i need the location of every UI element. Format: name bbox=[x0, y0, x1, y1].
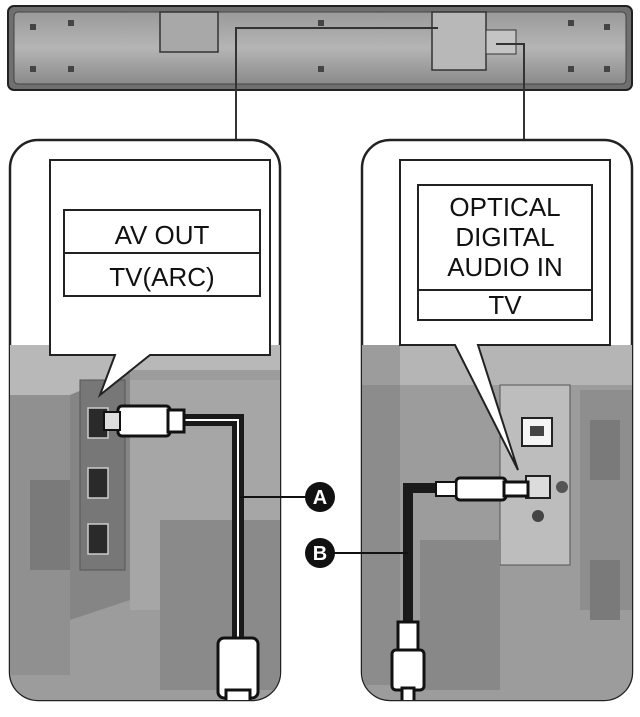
cable-leads bbox=[235, 27, 525, 144]
soundbar bbox=[7, 5, 633, 91]
tv-label: TV bbox=[488, 290, 522, 320]
optical-label-line-2: DIGITAL bbox=[455, 222, 554, 252]
tv-arc-label: TV(ARC) bbox=[109, 262, 214, 292]
callout-a-label: A bbox=[313, 487, 327, 509]
optical-panel: OPTICAL DIGITAL AUDIO IN TV bbox=[360, 138, 634, 702]
optical-label-line-1: OPTICAL bbox=[449, 192, 560, 222]
optical-label-line-3: AUDIO IN bbox=[447, 252, 563, 282]
callout-b: B bbox=[305, 538, 408, 568]
callout-b-label: B bbox=[313, 543, 327, 565]
av-out-label: AV OUT bbox=[115, 220, 210, 250]
hdmi-panel: AV OUT TV(ARC) bbox=[8, 138, 282, 702]
callout-a: A bbox=[240, 482, 335, 512]
